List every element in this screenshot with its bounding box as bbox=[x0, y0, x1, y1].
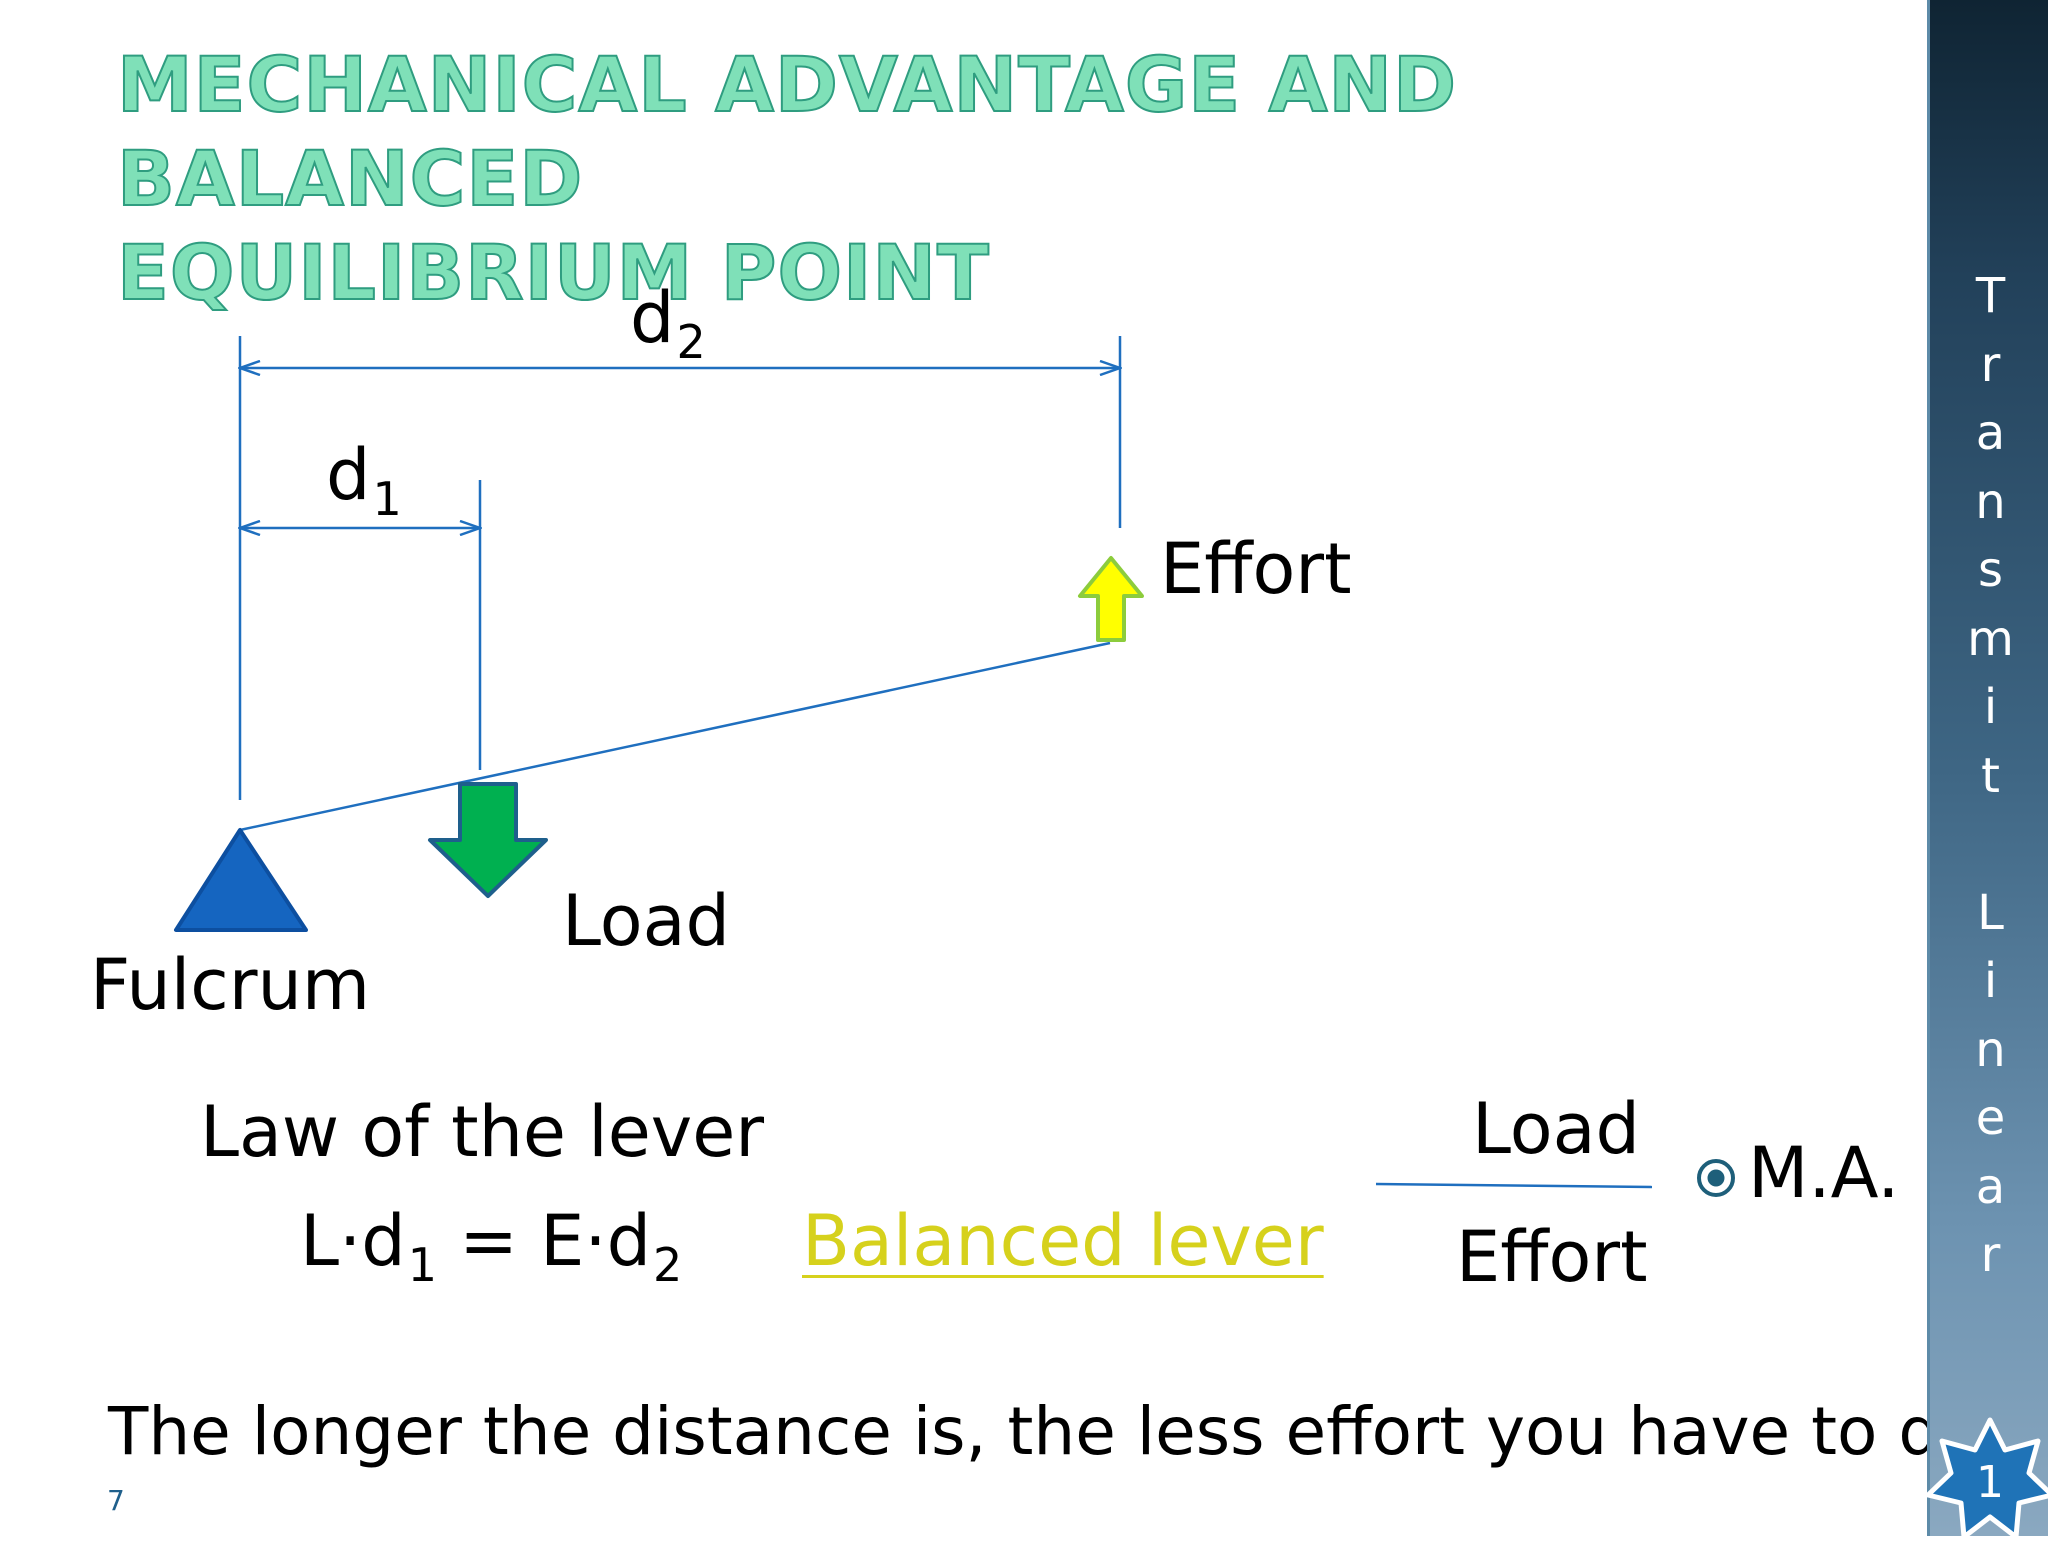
footer-statement: The longer the distance is, the less eff… bbox=[108, 1393, 1981, 1470]
lever-diagram bbox=[174, 336, 1653, 1189]
fulcrum-triangle bbox=[174, 828, 308, 932]
load-arrow bbox=[428, 782, 548, 898]
sidebar-banner: T r a n s m i t L i n e a r bbox=[1927, 0, 2048, 1536]
fulcrum-label: Fulcrum bbox=[90, 944, 371, 1026]
balanced-lever-link[interactable]: Balanced lever bbox=[802, 1200, 1324, 1282]
title-line-1: Mechanical Advantage and Balanced bbox=[116, 39, 1458, 224]
sidebar-vertical-text: T r a n s m i t L i n e a r bbox=[1967, 268, 2014, 1283]
law-equation: L·d1 = E·d2 bbox=[300, 1200, 683, 1293]
ma-label: M.A. bbox=[1748, 1132, 1900, 1214]
d2-label: d2 bbox=[630, 277, 706, 370]
badge-number: 1 bbox=[1976, 1457, 2004, 1508]
radio-bullet-icon bbox=[1697, 1159, 1735, 1197]
star-badge-icon[interactable]: 1 bbox=[1925, 1415, 2048, 1545]
d1-label: d1 bbox=[326, 434, 402, 527]
slide-title: Mechanical Advantage and Balanced equili… bbox=[116, 38, 1897, 320]
law-heading: Law of the lever bbox=[200, 1091, 765, 1173]
ma-denominator: Effort bbox=[1456, 1216, 1648, 1298]
page-number: 7 bbox=[107, 1484, 125, 1517]
title-line-2: equilibrium point bbox=[116, 227, 990, 318]
effort-arrow bbox=[1078, 556, 1144, 642]
effort-label: Effort bbox=[1160, 528, 1352, 610]
ma-numerator: Load bbox=[1472, 1088, 1640, 1170]
load-label: Load bbox=[562, 880, 730, 962]
lever-bar bbox=[239, 641, 1111, 832]
ma-fraction-bar bbox=[1375, 1182, 1653, 1189]
